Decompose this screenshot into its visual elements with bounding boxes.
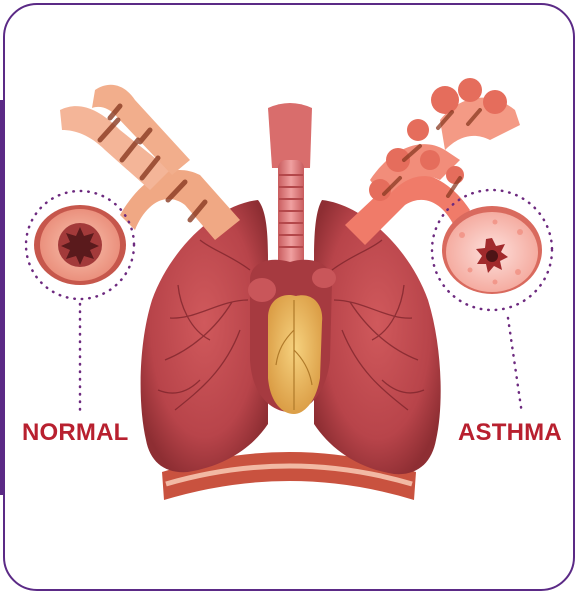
normal-airway-icon [26,191,134,299]
normal-label: NORMAL [22,421,129,445]
asthma-label: ASTHMA [458,421,562,445]
asthma-leader-line [508,318,522,414]
trachea [268,103,312,270]
